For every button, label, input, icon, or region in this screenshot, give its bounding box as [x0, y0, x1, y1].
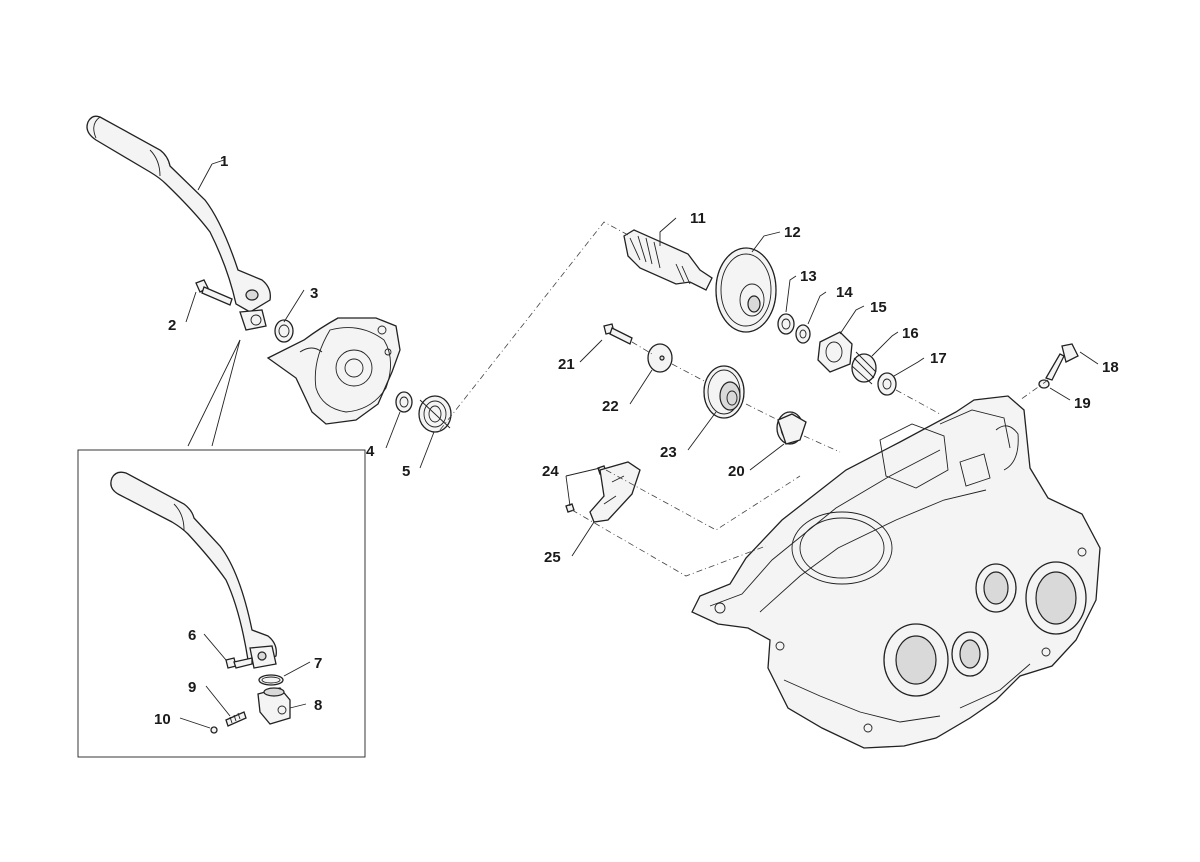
callout-15: 15	[870, 299, 887, 316]
callout-8: 8	[314, 697, 322, 714]
crankcase	[691, 395, 1101, 749]
callout-3: 3	[310, 285, 318, 302]
callout-23: 23	[660, 444, 677, 461]
leader-lines	[179, 159, 1099, 729]
callout-17: 17	[930, 350, 947, 367]
callout-11: 11	[690, 210, 706, 227]
callout-6: 6	[188, 627, 196, 644]
bolt-2	[195, 279, 233, 306]
callout-10: 10	[154, 711, 171, 728]
o-ring-7	[258, 674, 284, 686]
spring-16	[851, 351, 877, 385]
callout-25: 25	[544, 549, 561, 566]
pivot-8	[257, 687, 291, 725]
washer-19	[1038, 379, 1050, 389]
callout-13: 13	[800, 268, 817, 285]
gear-12	[715, 247, 777, 333]
idler-gear-23	[703, 365, 745, 419]
screw-6	[225, 657, 253, 669]
callout-9: 9	[188, 679, 196, 696]
callout-1: 1	[220, 153, 228, 170]
washer-22	[647, 343, 673, 373]
washer-3	[274, 319, 294, 343]
spring-9	[225, 711, 247, 727]
callout-2: 2	[168, 317, 176, 334]
bracket-25	[589, 461, 641, 523]
ratchet-15	[817, 331, 853, 373]
assembly-lines	[439, 221, 1049, 577]
spring-5	[418, 395, 452, 433]
callout-12: 12	[784, 224, 801, 241]
bushing-20	[776, 411, 807, 445]
clutch-cover-section	[266, 317, 401, 425]
kickstart-shaft-11	[623, 229, 713, 291]
washer-17	[877, 372, 897, 396]
callout-24: 24	[542, 463, 559, 480]
callout-21: 21	[558, 356, 575, 373]
washer-13	[777, 313, 795, 335]
callout-labels: 1 2 3 4 5 6 7 8 9 10 11 12 13 14 15 16 1…	[154, 153, 1119, 728]
callout-14: 14	[836, 284, 853, 301]
ball-10	[210, 726, 218, 734]
bushing-4	[395, 391, 413, 413]
bolt-18	[1045, 343, 1079, 381]
bolt-21	[603, 323, 633, 345]
callout-5: 5	[402, 463, 410, 480]
kickstart-lever	[86, 115, 271, 331]
callout-16: 16	[902, 325, 919, 342]
callout-18: 18	[1102, 359, 1119, 376]
washer-14	[795, 324, 811, 344]
callout-4: 4	[366, 443, 375, 460]
callout-7: 7	[314, 655, 322, 672]
callout-20: 20	[728, 463, 745, 480]
inset-alternative-lever	[77, 449, 366, 758]
callout-19: 19	[1074, 395, 1091, 412]
callout-22: 22	[602, 398, 619, 415]
